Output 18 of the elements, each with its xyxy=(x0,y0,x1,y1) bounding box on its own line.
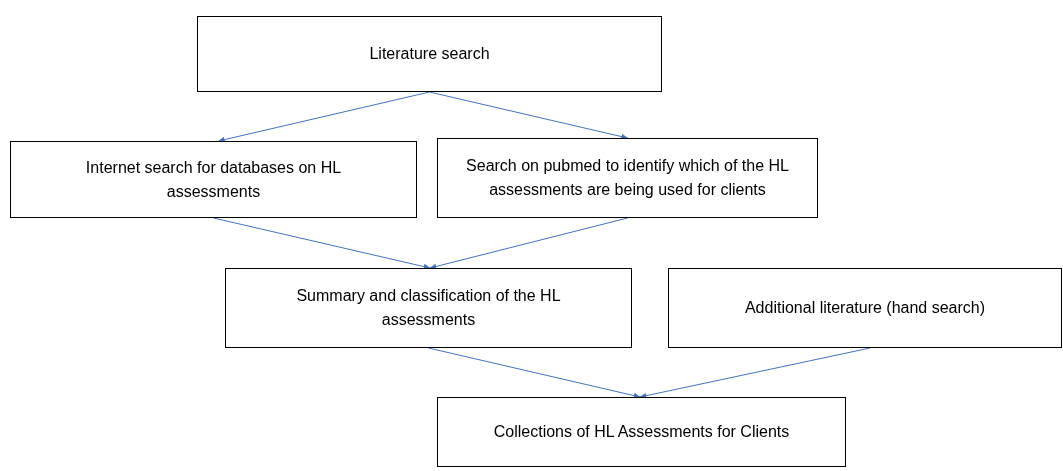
process-box xyxy=(197,16,662,92)
arrow xyxy=(213,217,431,270)
process-box xyxy=(668,268,1062,348)
arrow xyxy=(429,91,629,140)
process-box xyxy=(225,268,632,348)
box-label: Summary and classification of the HL assessments xyxy=(295,286,562,330)
arrow xyxy=(217,91,430,143)
box-label: Additional literature (hand search) xyxy=(744,298,986,318)
process-box xyxy=(10,141,417,218)
box-label: Search on pubmed to identify which of the HL assessments are being used for clients xyxy=(465,156,790,200)
arrow xyxy=(428,347,641,399)
box-label: Internet search for databases on HL assessments xyxy=(84,157,343,202)
arrow xyxy=(429,217,628,270)
box-label: Collections of HL Assessments for Clients xyxy=(493,422,790,442)
process-box xyxy=(437,138,818,218)
arrow xyxy=(639,347,871,399)
box-label: Literature search xyxy=(369,44,490,64)
process-box xyxy=(437,397,846,467)
